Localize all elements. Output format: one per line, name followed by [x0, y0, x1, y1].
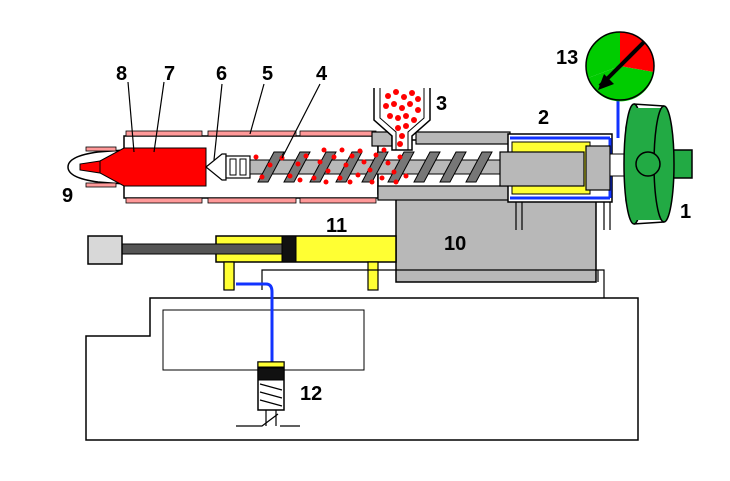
hydraulic-line-right-fill	[367, 261, 379, 291]
valve-spring	[259, 383, 283, 407]
piston-rod	[121, 243, 289, 255]
label-10: 10	[444, 233, 466, 255]
valve-top-cap	[257, 361, 285, 368]
hydraulic-unit-block	[395, 195, 597, 283]
heater-bands	[125, 130, 377, 204]
pressure-gauge	[585, 31, 655, 102]
label-6: 6	[216, 63, 227, 85]
label-3: 3	[436, 93, 447, 115]
hydraulic-line-left-fill	[223, 261, 235, 291]
label-13: 13	[556, 47, 578, 69]
label-11: 11	[326, 215, 347, 237]
label-5: 5	[262, 63, 273, 85]
leader-lines	[127, 81, 321, 161]
screw-flights	[257, 151, 493, 183]
label-4: 4	[316, 63, 328, 85]
label-2: 2	[538, 107, 549, 129]
pellets-in-barrel	[253, 147, 409, 185]
drive-drain-lines	[515, 202, 611, 230]
piston	[281, 235, 297, 263]
hopper-mount-bottom	[377, 185, 513, 201]
switch-contact	[236, 413, 300, 427]
control-wire	[236, 282, 274, 362]
melt-chamber	[99, 147, 207, 187]
drive-ram-end	[585, 145, 611, 191]
drive-ram	[499, 151, 585, 187]
control-panel	[162, 309, 365, 371]
hopper-inner	[379, 88, 425, 150]
hydraulic-motor	[623, 103, 693, 225]
label-12: 12	[300, 383, 322, 405]
label-1: 1	[680, 201, 691, 223]
hopper-mount-top-right	[415, 131, 511, 145]
check-ring-inner-a	[229, 158, 237, 176]
return-line	[261, 269, 605, 298]
label-9: 9	[62, 185, 73, 207]
label-8: 8	[116, 63, 127, 85]
pellets-in-hopper	[383, 89, 421, 147]
label-7: 7	[164, 63, 175, 85]
nozzle-heater	[85, 146, 117, 188]
hopper	[373, 88, 431, 151]
valve-core	[257, 367, 285, 381]
rod-end-block	[87, 235, 123, 265]
check-ring-inner-b	[239, 158, 247, 176]
